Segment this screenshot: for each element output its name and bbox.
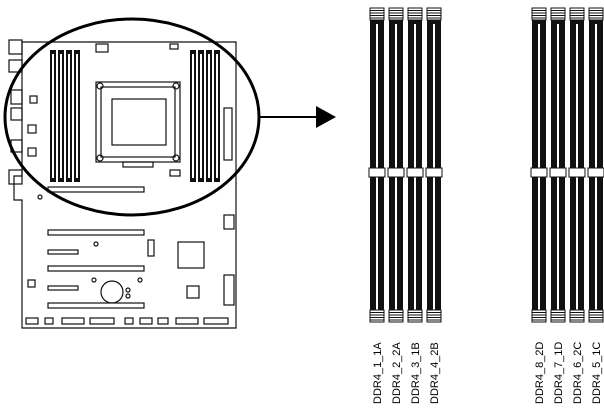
motherboard-dimm-slots — [50, 50, 220, 182]
board-chip-small — [169, 169, 181, 177]
memory-slot[interactable]: DDR4_8_2D — [530, 7, 548, 404]
sata-connector — [223, 214, 235, 230]
cpu-socket — [95, 81, 181, 168]
memory-slot-label: DDR4_4_2B — [429, 342, 441, 404]
cmos-battery — [100, 280, 124, 304]
pcie-x1-slot — [47, 249, 79, 255]
board-dimm-slot — [214, 50, 220, 182]
board-dimm-slot — [206, 50, 212, 182]
board-dimm-slot — [198, 50, 204, 182]
magnifier-circle — [3, 17, 261, 217]
slot-group-left: DDR4_1_1A DDR4_2_2A DDR4_3_1B DDR4_4_2B — [368, 7, 443, 404]
component-square — [186, 285, 200, 299]
motherboard — [8, 39, 237, 329]
component-square — [27, 279, 36, 288]
arrow-right-icon — [259, 106, 336, 128]
chipset — [177, 241, 205, 269]
atx-power-connector — [223, 107, 233, 161]
memory-slot-label: DDR4_3_1B — [410, 342, 422, 404]
rear-io-panel — [8, 39, 38, 185]
memory-slot-label: DDR4_6_2C — [572, 342, 584, 404]
memory-slot-label: DDR4_5_1C — [591, 342, 603, 404]
pcie-slots — [47, 186, 145, 309]
board-outline — [13, 41, 237, 329]
board-dimm-slot — [74, 50, 80, 182]
mounting-hole — [125, 287, 131, 293]
mounting-hole — [137, 277, 143, 283]
memory-slot-label: DDR4_7_1D — [553, 342, 565, 404]
header-top — [95, 43, 109, 53]
chip-top-right — [169, 43, 179, 50]
memory-slot[interactable]: DDR4_2_2A — [387, 7, 405, 404]
m2-connector — [147, 239, 155, 257]
memory-slot[interactable]: DDR4_6_2C — [568, 7, 586, 404]
sata-connector — [223, 274, 235, 306]
board-dimm-slot — [190, 50, 196, 182]
memory-slot-label: DDR4_2_2A — [391, 342, 403, 404]
mounting-hole — [125, 293, 131, 299]
pcie-x1-slot — [47, 285, 79, 291]
board-dimm-slot — [66, 50, 72, 182]
memory-slot[interactable]: DDR4_4_2B — [425, 7, 443, 404]
mounting-hole — [93, 241, 99, 247]
memory-slot-label: DDR4_1_1A — [372, 342, 384, 404]
slot-group-right: DDR4_8_2D DDR4_7_1D DDR4_6_2C DDR4_5_1C — [530, 7, 604, 404]
memory-slot-label: DDR4_8_2D — [534, 342, 546, 404]
memory-slot[interactable]: DDR4_1_1A — [368, 7, 386, 404]
memory-slot[interactable]: DDR4_7_1D — [549, 7, 567, 404]
mounting-hole — [37, 194, 43, 200]
memory-slot[interactable]: DDR4_5_1C — [587, 7, 604, 404]
mounting-hole — [91, 277, 97, 283]
board-dimm-slot — [50, 50, 56, 182]
memory-slot[interactable]: DDR4_3_1B — [406, 7, 424, 404]
board-dimm-slot — [58, 50, 64, 182]
bottom-headers — [25, 317, 229, 325]
